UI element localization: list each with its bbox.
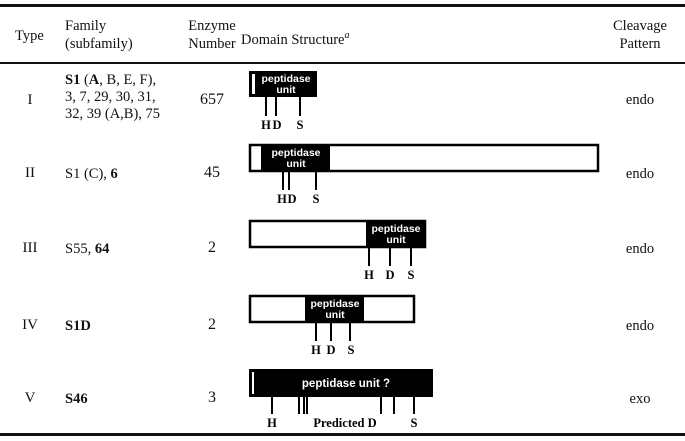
row-2-enzyme-number: 45 [204, 164, 220, 181]
row-5-residue-predicted-d: Predicted D [313, 416, 376, 430]
header-cleavage-pattern: Cleavage Pattern [613, 18, 667, 52]
header-domain-structure: Domain Structurea [241, 27, 350, 49]
row-1-family: S1 (A, B, E, F), 3, 7, 29, 30, 31, 32, 3… [65, 72, 160, 123]
row-5-residue-s: S [411, 416, 418, 430]
header-type: Type [15, 28, 44, 44]
header-family: Family (subfamily) [65, 18, 133, 52]
top-rule [0, 4, 685, 7]
family-segment: 6 [110, 166, 118, 182]
row-5-cleavage: exo [629, 391, 651, 407]
row-1-residue-d: D [272, 118, 281, 132]
family-segment: S1 (C), [65, 166, 111, 182]
row-1-residue-h: H [261, 118, 271, 132]
row-4-residue-d: D [326, 343, 335, 357]
row-4-type: IV [22, 317, 38, 333]
row-2-residue-d: D [287, 192, 296, 206]
row-2-domain-label-line2: unit [286, 158, 306, 170]
header-rule [0, 62, 685, 64]
row-2-family: S1 (C), 6 [65, 166, 118, 183]
family-segment: S1 [65, 72, 81, 88]
row-5-peptidase-unit-box [249, 369, 433, 397]
row-2-peptidase-unit-box [261, 145, 330, 171]
row-4-domain-diagram: peptidase unit H D S [248, 294, 416, 357]
row-3-cleavage: endo [625, 241, 655, 257]
row-2-residue-h: H [277, 192, 287, 206]
family-segment: , B, E, F), 3, 7, 29, 30, 31, 32, 39 (A,… [65, 72, 161, 122]
row-2-domain-label-line1: peptidase [271, 147, 320, 159]
row-5-domain-diagram: peptidase unit ? H Predicted D S [249, 369, 433, 430]
row-3-residue-h: H [364, 268, 374, 282]
family-segment: S46 [65, 391, 88, 407]
row-4-enzyme-number: 2 [208, 316, 216, 333]
row-4-residue-s: S [348, 343, 355, 357]
row-1-peptidase-unit-box [249, 71, 317, 97]
row-3-residue-s: S [408, 268, 415, 282]
row-4-domain-label-line1: peptidase [310, 298, 359, 310]
family-segment: ( [80, 72, 89, 88]
row-4-family: S1D [65, 318, 91, 335]
row-4-peptidase-unit-box [305, 296, 364, 322]
row-1-enzyme-number: 657 [200, 91, 224, 108]
row-1-type: I [27, 92, 33, 108]
row-3-residue-d: D [385, 268, 394, 282]
header-domain-text: Domain Structure [241, 31, 345, 48]
row-4-cleavage: endo [625, 318, 655, 334]
row-1-domain-label-line2: unit [276, 84, 296, 96]
row-3-family: S55, 64 [65, 241, 109, 258]
row-1-domain-label-line1: peptidase [261, 73, 310, 85]
row-5-residue-h: H [267, 416, 277, 430]
row-5-family: S46 [65, 391, 88, 408]
row-3-peptidase-unit-box [366, 221, 425, 247]
row-1-domain-diagram: peptidase unit H D S [249, 71, 317, 132]
family-segment: A [88, 72, 100, 88]
row-5-n-terminal-white-bar [252, 372, 254, 394]
row-2-type: II [25, 165, 35, 181]
row-1-n-terminal-white-bar [252, 74, 255, 94]
row-3-domain-diagram: peptidase unit H D S [248, 219, 427, 282]
row-2-domain-diagram: peptidase unit H D S [248, 143, 600, 206]
family-segment: S55, [65, 241, 95, 257]
row-3-type: III [22, 240, 38, 256]
row-5-type: V [24, 390, 36, 406]
row-3-domain-label-line2: unit [386, 234, 406, 246]
row-3-domain-label-line1: peptidase [371, 223, 420, 235]
row-5-domain-label: peptidase unit ? [302, 378, 390, 390]
bottom-rule [0, 433, 685, 436]
row-4-residue-h: H [311, 343, 321, 357]
row-1-cleavage: endo [625, 92, 655, 108]
header-domain-footnote: a [344, 30, 350, 41]
family-segment: 64 [94, 241, 110, 257]
row-4-domain-label-line2: unit [325, 309, 345, 321]
row-2-cleavage: endo [625, 166, 655, 182]
family-segment: S1D [65, 318, 91, 334]
row-5-enzyme-number: 3 [208, 389, 216, 406]
row-3-enzyme-number: 2 [208, 239, 216, 256]
row-1-residue-s: S [297, 118, 304, 132]
header-enzyme-number: Enzyme Number [188, 18, 236, 52]
row-2-residue-s: S [313, 192, 320, 206]
